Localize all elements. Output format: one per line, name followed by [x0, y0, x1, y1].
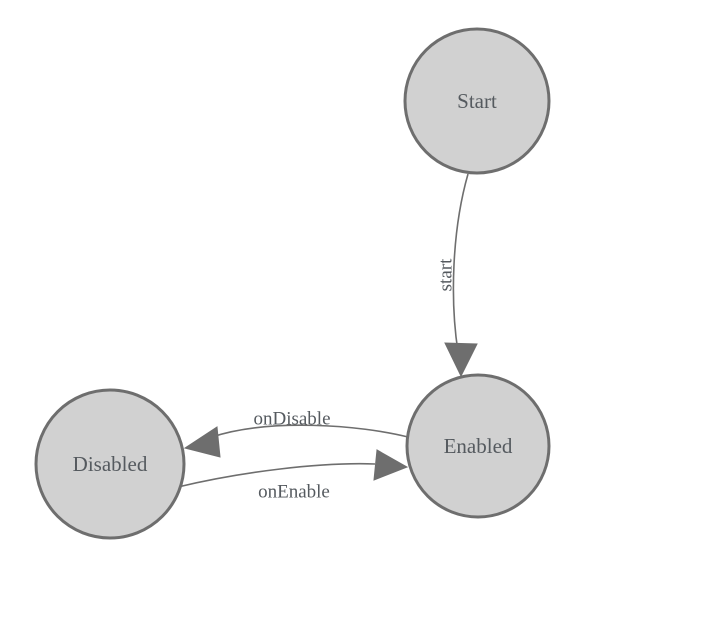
- edge-disabled-to-enabled-path: [177, 462, 376, 488]
- node-start[interactable]: Start: [403, 27, 551, 175]
- edge-enabled-to-disabled-label: onDisable: [253, 409, 330, 430]
- node-disabled[interactable]: Disabled: [34, 388, 186, 540]
- node-start-circle: [403, 27, 551, 175]
- edge-start-to-enabled-label: start: [436, 258, 457, 291]
- edge-disabled-to-enabled[interactable]: onEnable: [177, 449, 409, 503]
- edge-start-to-enabled-path: [452, 173, 469, 353]
- edge-enabled-to-disabled-arrowhead: [183, 426, 221, 458]
- node-disabled-label: Disabled: [73, 452, 148, 476]
- node-start-label: Start: [457, 89, 497, 113]
- edge-start-to-enabled-arrowhead: [444, 342, 478, 378]
- edge-enabled-to-disabled[interactable]: onDisable: [183, 409, 409, 458]
- node-enabled-circle: [405, 373, 551, 519]
- node-enabled[interactable]: Enabled: [405, 373, 551, 519]
- edge-enabled-to-disabled-path: [211, 424, 409, 438]
- node-enabled-label: Enabled: [444, 434, 513, 458]
- edge-disabled-to-enabled-arrowhead: [373, 449, 409, 481]
- edge-start-to-enabled[interactable]: start: [436, 173, 478, 378]
- node-disabled-circle: [34, 388, 186, 540]
- edge-disabled-to-enabled-label: onEnable: [258, 482, 330, 503]
